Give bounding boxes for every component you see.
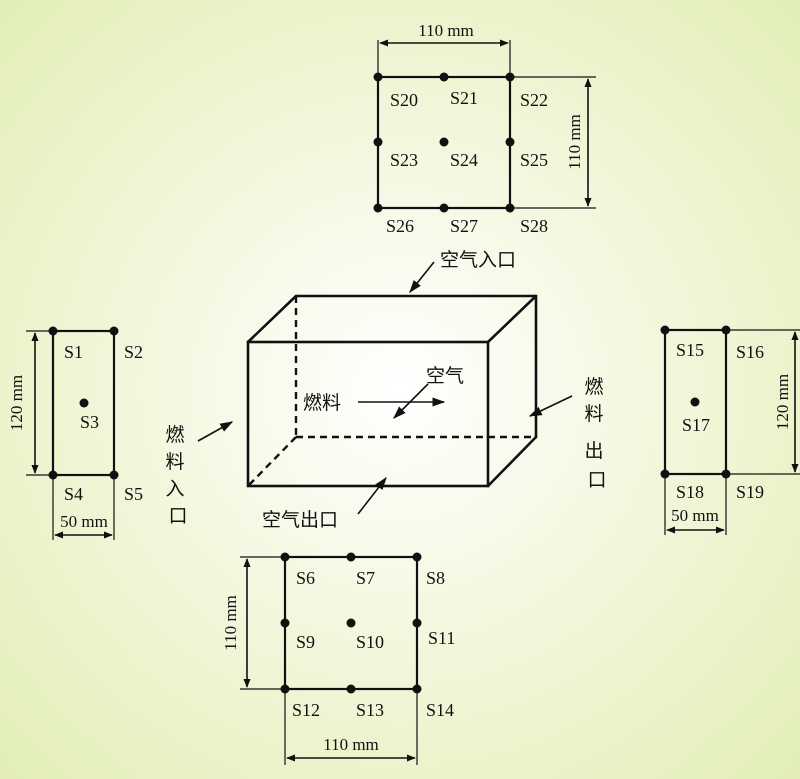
fuel-inlet-char: 料 — [165, 451, 184, 473]
right-panel-outline — [663, 328, 728, 476]
top-panel-width-label: 110 mm — [418, 21, 474, 40]
left-panel-point — [109, 470, 119, 480]
fuel-inlet-char: 燃 — [165, 424, 184, 446]
air-outlet-arrow — [357, 476, 387, 515]
point-label-s25: S25 — [520, 150, 548, 170]
point-label-s11: S11 — [428, 628, 455, 648]
point-label-s21: S21 — [450, 88, 478, 108]
fuel-inlet-arrow — [197, 421, 234, 442]
top-cross-section: 110 mm 110 mm S20 S21 S22 S23 S24 S25 S2… — [373, 21, 596, 236]
point-label-s27: S27 — [450, 216, 478, 236]
point-label-s20: S20 — [390, 90, 418, 110]
top-panel-point — [439, 137, 449, 147]
point-label-s4: S4 — [64, 484, 83, 504]
point-label-s13: S13 — [356, 700, 384, 720]
fuel-outlet-char: 口 — [587, 469, 606, 491]
right-panel-point — [660, 325, 670, 335]
point-label-s17: S17 — [682, 415, 710, 435]
air-inlet-arrow — [409, 261, 435, 294]
bottom-panel-height-label: 110 mm — [221, 595, 240, 651]
bottom-panel-point — [280, 684, 290, 694]
top-panel-point — [373, 137, 383, 147]
left-panel-point — [109, 326, 119, 336]
point-label-s3: S3 — [80, 412, 99, 432]
left-panel-outline — [51, 329, 116, 477]
bottom-panel-point — [346, 618, 356, 628]
bottom-panel-point — [412, 618, 422, 628]
point-label-s26: S26 — [386, 216, 414, 236]
point-label-s22: S22 — [520, 90, 548, 110]
bottom-panel-point — [346, 684, 356, 694]
bottom-panel-width-label: 110 mm — [323, 735, 379, 754]
point-label-s14: S14 — [426, 700, 454, 720]
point-label-s7: S7 — [356, 568, 375, 588]
fuel-inlet-char: 入 — [165, 478, 184, 500]
point-label-s5: S5 — [124, 484, 143, 504]
fuel-outlet-char: 燃 — [584, 376, 603, 398]
point-label-s19: S19 — [736, 482, 764, 502]
left-panel-point — [79, 398, 89, 408]
bottom-cross-section: 110 mm 110 mm S6 S7 S8 S9 S10 S11 S12 S1… — [221, 552, 455, 765]
bottom-panel-point — [346, 552, 356, 562]
top-panel-point — [505, 203, 515, 213]
fuel-inlet-char: 口 — [168, 505, 187, 527]
air-flow-arrow — [393, 383, 429, 419]
fuel-outlet-char: 料 — [584, 403, 603, 425]
top-panel-height-label: 110 mm — [565, 114, 584, 170]
point-label-s23: S23 — [390, 150, 418, 170]
top-panel-point — [439, 72, 449, 82]
top-panel-point — [505, 72, 515, 82]
right-panel-point — [721, 469, 731, 479]
top-panel-point — [505, 137, 515, 147]
right-panel-height-label: 120 mm — [773, 374, 792, 430]
point-label-s2: S2 — [124, 342, 143, 362]
point-label-s18: S18 — [676, 482, 704, 502]
box-right-edge — [486, 435, 538, 488]
fuel-inlet-label: 燃 料 入 口 — [165, 424, 190, 527]
right-panel-point — [660, 469, 670, 479]
point-label-s1: S1 — [64, 342, 83, 362]
box-front-face — [246, 340, 490, 488]
left-cross-section: 120 mm 50 mm S1 S2 S3 S4 S5 — [7, 326, 143, 540]
bottom-panel-point — [280, 552, 290, 562]
channel-box: 燃料 空气 空气入口 空气出口 燃 料 入 口 燃 料 出 口 — [165, 249, 609, 531]
point-label-s15: S15 — [676, 340, 704, 360]
left-panel-width-label: 50 mm — [60, 512, 108, 531]
box-top-edge — [246, 294, 298, 344]
right-panel-point — [690, 397, 700, 407]
point-label-s28: S28 — [520, 216, 548, 236]
top-panel-point — [439, 203, 449, 213]
bottom-panel-point — [412, 552, 422, 562]
bottom-panel-point — [280, 618, 290, 628]
left-panel-point — [48, 470, 58, 480]
left-panel-point — [48, 326, 58, 336]
fuel-outlet-label: 燃 料 出 口 — [584, 376, 609, 491]
fuel-flow-label: 燃料 — [303, 392, 341, 414]
air-inlet-label: 空气入口 — [440, 249, 516, 271]
point-label-s9: S9 — [296, 632, 315, 652]
air-outlet-label: 空气出口 — [262, 509, 338, 531]
point-label-s24: S24 — [450, 150, 478, 170]
right-panel-width-label: 50 mm — [671, 506, 719, 525]
air-flow-label: 空气 — [426, 365, 464, 387]
box-top-edge — [486, 294, 538, 344]
fuel-outlet-char: 出 — [584, 440, 603, 462]
fuel-outlet-arrow — [528, 395, 573, 417]
left-panel-height-label: 120 mm — [7, 375, 26, 431]
point-label-s10: S10 — [356, 632, 384, 652]
bottom-panel-point — [412, 684, 422, 694]
point-label-s6: S6 — [296, 568, 315, 588]
top-panel-point — [373, 203, 383, 213]
point-label-s16: S16 — [736, 342, 764, 362]
point-label-s8: S8 — [426, 568, 445, 588]
right-panel-point — [721, 325, 731, 335]
point-label-s12: S12 — [292, 700, 320, 720]
right-cross-section: 120 mm 50 mm S15 S16 S17 S18 S19 — [660, 325, 800, 535]
top-panel-point — [373, 72, 383, 82]
